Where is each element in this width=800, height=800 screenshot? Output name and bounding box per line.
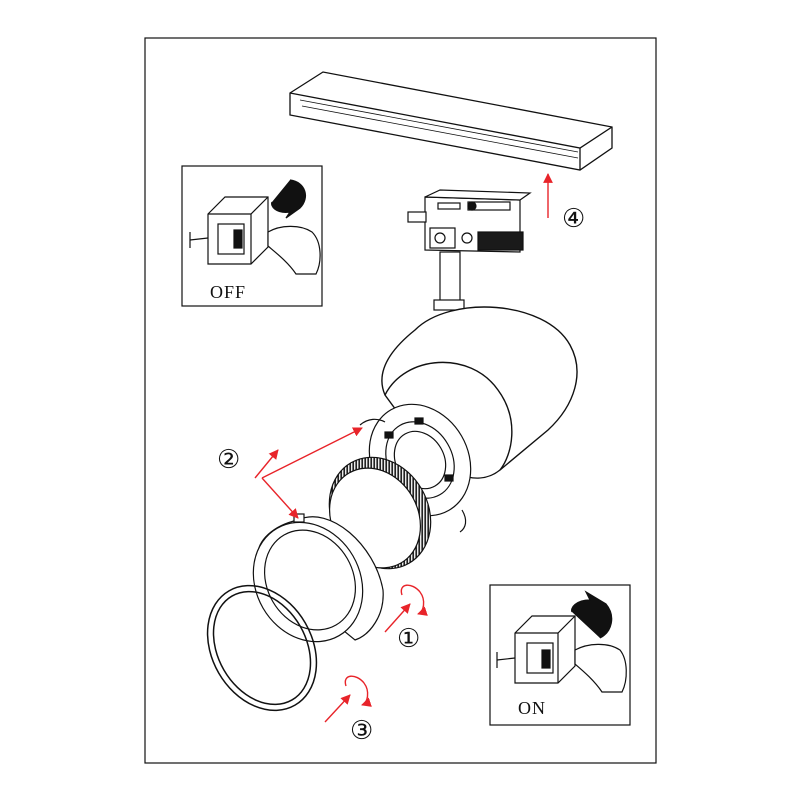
arrow-1-twist xyxy=(400,584,428,616)
arrow-2 xyxy=(254,449,279,479)
arrow-3-twist xyxy=(344,675,372,707)
track-rail xyxy=(289,71,613,171)
hand-icon xyxy=(267,225,321,275)
step-4-label: ④ xyxy=(562,204,586,234)
step-3-label: ③ xyxy=(350,716,374,746)
step-2-label: ② xyxy=(217,445,241,475)
arrow-3 xyxy=(324,694,351,723)
red-arrows xyxy=(254,173,553,723)
on-inset xyxy=(489,584,631,726)
off-label: OFF xyxy=(210,282,247,302)
step-1-label: ① xyxy=(397,624,421,654)
off-inset xyxy=(181,165,323,307)
diagram-frame xyxy=(144,37,657,764)
arrow-2-to-ring xyxy=(261,427,363,479)
hand-icon xyxy=(574,643,627,693)
rotate-down-icon xyxy=(271,179,307,219)
reflector-cone xyxy=(252,513,384,643)
arrow-1 xyxy=(384,603,411,633)
rotate-up-icon xyxy=(571,590,613,639)
arrow-2-to-cone xyxy=(261,477,299,519)
trim-ring xyxy=(206,584,318,712)
on-label: ON xyxy=(518,698,546,718)
